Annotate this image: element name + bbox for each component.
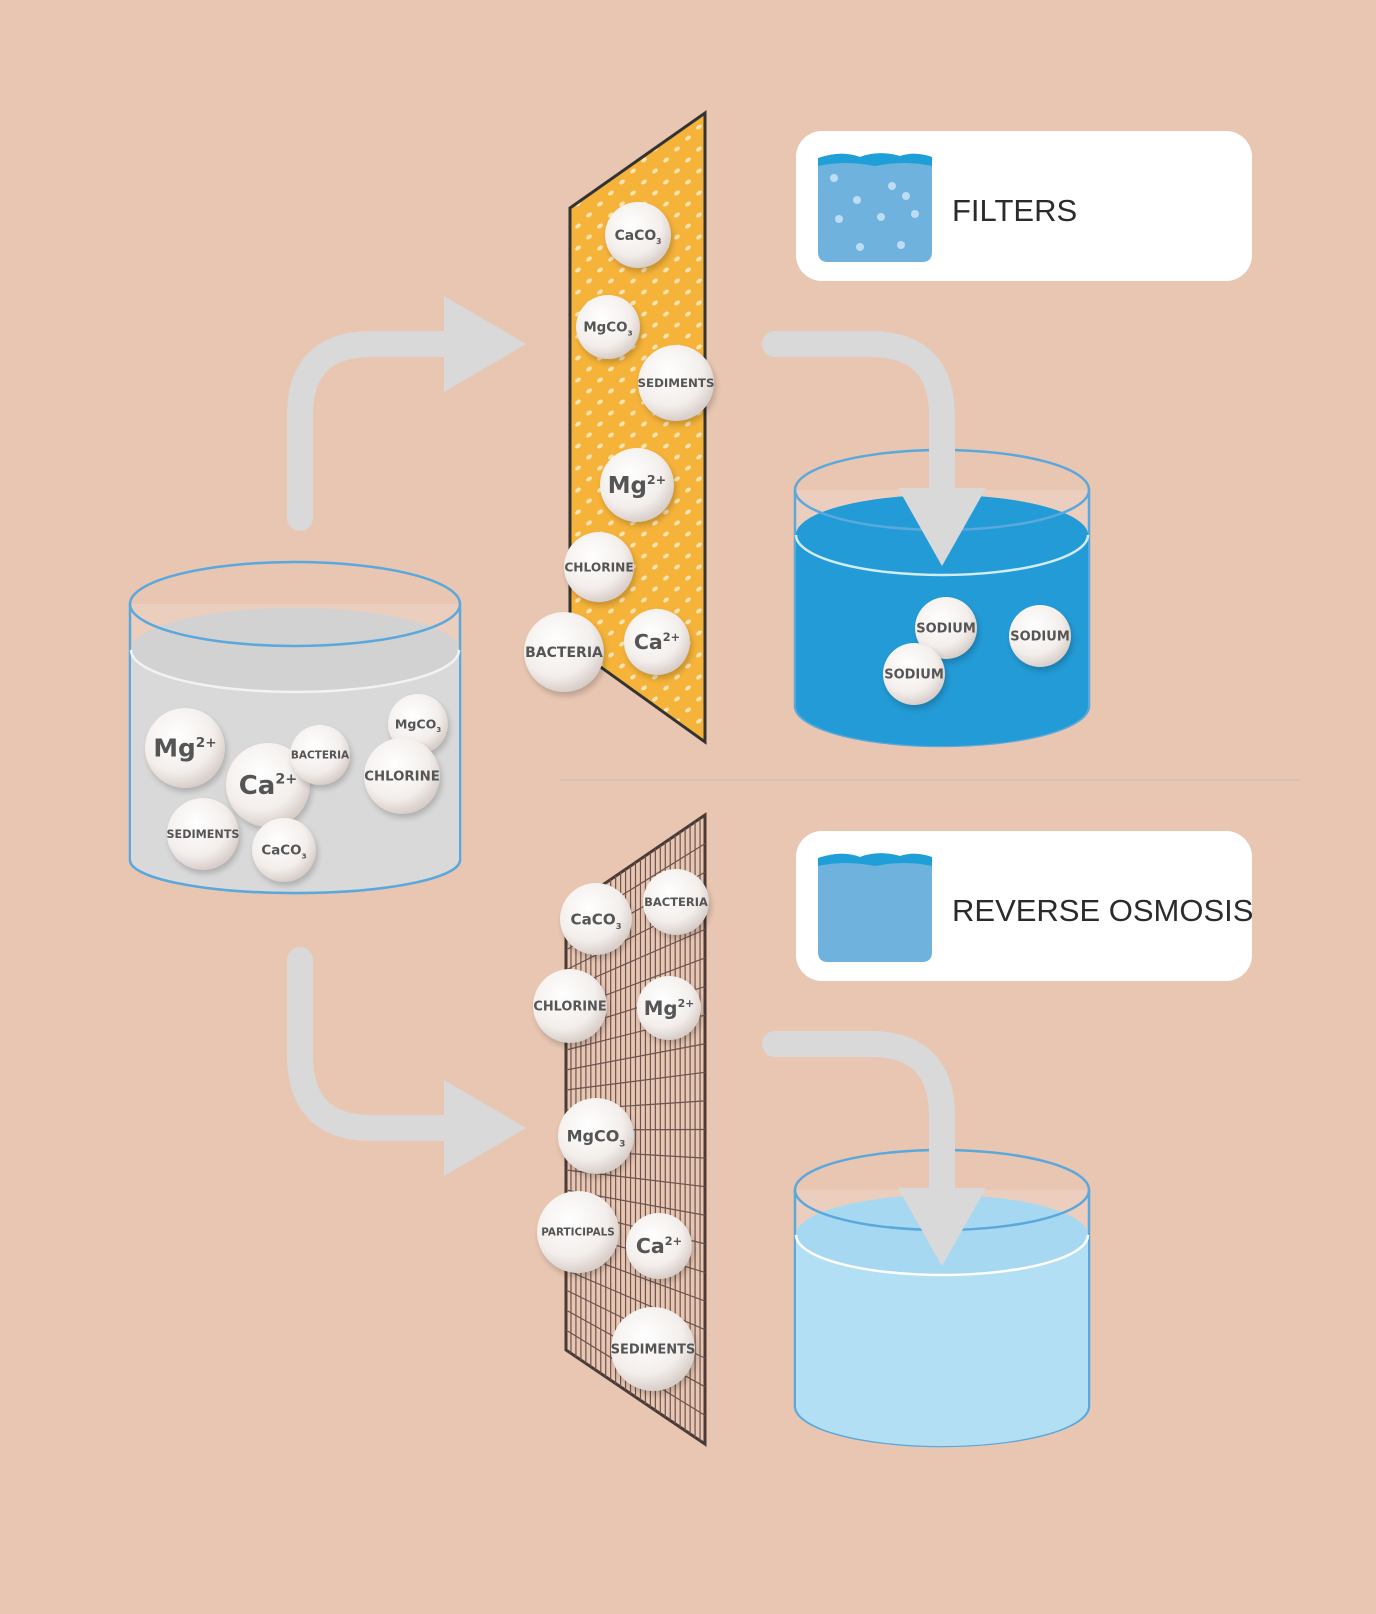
particle-label-sup: 2+ xyxy=(647,472,666,487)
particle-label-base: CaCO xyxy=(261,844,301,859)
arrow-to-ro xyxy=(287,947,526,1176)
particle-label: Ca2+ xyxy=(239,771,298,801)
particle-label-base: Ca xyxy=(634,630,663,654)
particle-label-base: SODIUM xyxy=(1010,630,1070,645)
legend-reverse-osmosis: REVERSE OSMOSIS xyxy=(796,831,1253,981)
particle-label-sup: 2+ xyxy=(663,631,680,644)
particle-label-sup: 2+ xyxy=(678,997,695,1010)
particle-label: BACTERIA xyxy=(644,895,708,909)
particle-label-base: Ca xyxy=(636,1234,665,1258)
filter-panel-particle: CHLORINE xyxy=(564,532,636,606)
particle-label-base: CHLORINE xyxy=(533,1000,606,1015)
particle-label: CaCO3 xyxy=(571,910,622,931)
filter-panel-particle: CaCO3 xyxy=(605,202,673,272)
particle-label-base: SEDIMENTS xyxy=(611,1343,696,1358)
particle-label: SEDIMENTS xyxy=(167,828,240,841)
particle-label: SODIUM xyxy=(1010,630,1070,645)
filter-panel-particle: Mg2+ xyxy=(600,448,676,526)
source-glass-particle: Ca2+ xyxy=(226,743,312,831)
particle-label-base: BACTERIA xyxy=(644,895,708,909)
particle-label-base: Ca xyxy=(239,771,276,801)
ro-membrane-particle: SEDIMENTS xyxy=(611,1307,697,1395)
particle-label: MgCO3 xyxy=(395,716,442,734)
arrow-to-filter xyxy=(287,296,526,531)
source-glass-particle: SEDIMENTS xyxy=(167,798,241,874)
particle-label-sub: 3 xyxy=(616,921,622,931)
source-glass-particle: Mg2+ xyxy=(145,708,227,792)
particle-label-base: MgCO xyxy=(583,321,627,336)
particle-label-base: SEDIMENTS xyxy=(638,376,715,390)
particle-label-base: Mg xyxy=(644,997,678,1020)
particle-label-sub: 3 xyxy=(301,852,306,861)
particle-label-base: SODIUM xyxy=(916,622,976,637)
particle-label-sup: 2+ xyxy=(275,772,297,788)
legend-filters: FILTERS xyxy=(796,131,1252,281)
filtered-glass-particle: SODIUM xyxy=(915,597,979,663)
particle-label: SEDIMENTS xyxy=(638,376,715,390)
particle-label-sub: 3 xyxy=(436,726,441,734)
source-glass-particle: CHLORINE xyxy=(364,738,442,818)
ro-membrane-particle: Ca2+ xyxy=(626,1213,694,1283)
ro-membrane-particle: BACTERIA xyxy=(643,869,711,939)
source-glass-particle: CaCO3 xyxy=(252,818,318,886)
particle-label: Mg2+ xyxy=(644,997,695,1020)
particle-label: BACTERIA xyxy=(291,750,350,762)
particle-label-sub: 3 xyxy=(627,329,632,338)
particle-label-base: Mg xyxy=(153,734,195,763)
particle-label-base: CaCO xyxy=(615,228,657,244)
arrow-to-ro-glass xyxy=(762,1031,986,1266)
particle-label: PARTICIPALS xyxy=(541,1227,615,1239)
particle-label: Ca2+ xyxy=(634,630,680,654)
particle-label-base: SODIUM xyxy=(884,668,944,683)
ro-membrane-particle: Mg2+ xyxy=(637,976,703,1044)
filter-panel-particle: MgCO3 xyxy=(576,295,642,363)
particle-label: SODIUM xyxy=(884,668,944,683)
ro-membrane-particle: MgCO3 xyxy=(558,1098,636,1178)
particle-label: SODIUM xyxy=(916,622,976,637)
particle-label: Ca2+ xyxy=(636,1234,682,1258)
particle-label-base: BACTERIA xyxy=(291,750,350,762)
filter-panel-particle: Ca2+ xyxy=(624,609,692,679)
particle-label-base: CHLORINE xyxy=(564,560,633,574)
particle-label: CHLORINE xyxy=(364,770,440,785)
particle-label-base: CHLORINE xyxy=(364,770,440,785)
particle-label-sub: 3 xyxy=(619,1139,625,1149)
particle-label-base: PARTICIPALS xyxy=(541,1227,615,1239)
particle-label-sup: 2+ xyxy=(196,735,217,751)
particle-label-base: SEDIMENTS xyxy=(167,828,240,841)
particle-label: CHLORINE xyxy=(564,560,633,574)
particle-label-base: Mg xyxy=(608,473,647,499)
particle-label: MgCO3 xyxy=(583,321,632,338)
particle-label-sup: 2+ xyxy=(665,1235,682,1248)
particles-layer: Mg2+Ca2+BACTERIAMgCO3CHLORINESEDIMENTSCa… xyxy=(145,202,1073,1395)
ro-membrane-particle: CaCO3 xyxy=(560,883,634,959)
particle-label-base: CaCO xyxy=(571,910,616,928)
legend-filters-label: FILTERS xyxy=(952,193,1077,228)
particle-label: CaCO3 xyxy=(261,844,306,861)
particle-label: MgCO3 xyxy=(567,1127,626,1150)
legend-reverse-osmosis-label: REVERSE OSMOSIS xyxy=(952,893,1253,928)
particle-label-sub: 3 xyxy=(656,237,661,246)
particle-label: CHLORINE xyxy=(533,1000,606,1015)
particle-label: BACTERIA xyxy=(525,645,603,661)
particle-label-base: MgCO xyxy=(567,1127,620,1146)
filtered-glass-particle: SODIUM xyxy=(883,643,947,709)
filter-water-icon xyxy=(818,153,932,262)
filter-panel-particle: SEDIMENTS xyxy=(638,345,716,425)
particle-label: Mg2+ xyxy=(608,472,667,499)
particle-label-base: MgCO xyxy=(395,716,437,731)
filtered-glass-particle: SODIUM xyxy=(1009,605,1073,671)
particle-label: CaCO3 xyxy=(615,228,662,246)
ro-membrane-particle: CHLORINE xyxy=(533,969,609,1047)
source-glass-particle: BACTERIA xyxy=(290,725,352,789)
arrow-to-filtered-glass xyxy=(762,331,986,566)
ro-membrane-particle: PARTICIPALS xyxy=(537,1191,621,1277)
particle-label: Mg2+ xyxy=(153,734,216,763)
particle-label-base: BACTERIA xyxy=(525,645,603,661)
particle-label: SEDIMENTS xyxy=(611,1343,696,1358)
ro-water-icon xyxy=(818,853,932,962)
filter-panel-particle: BACTERIA xyxy=(524,612,606,696)
